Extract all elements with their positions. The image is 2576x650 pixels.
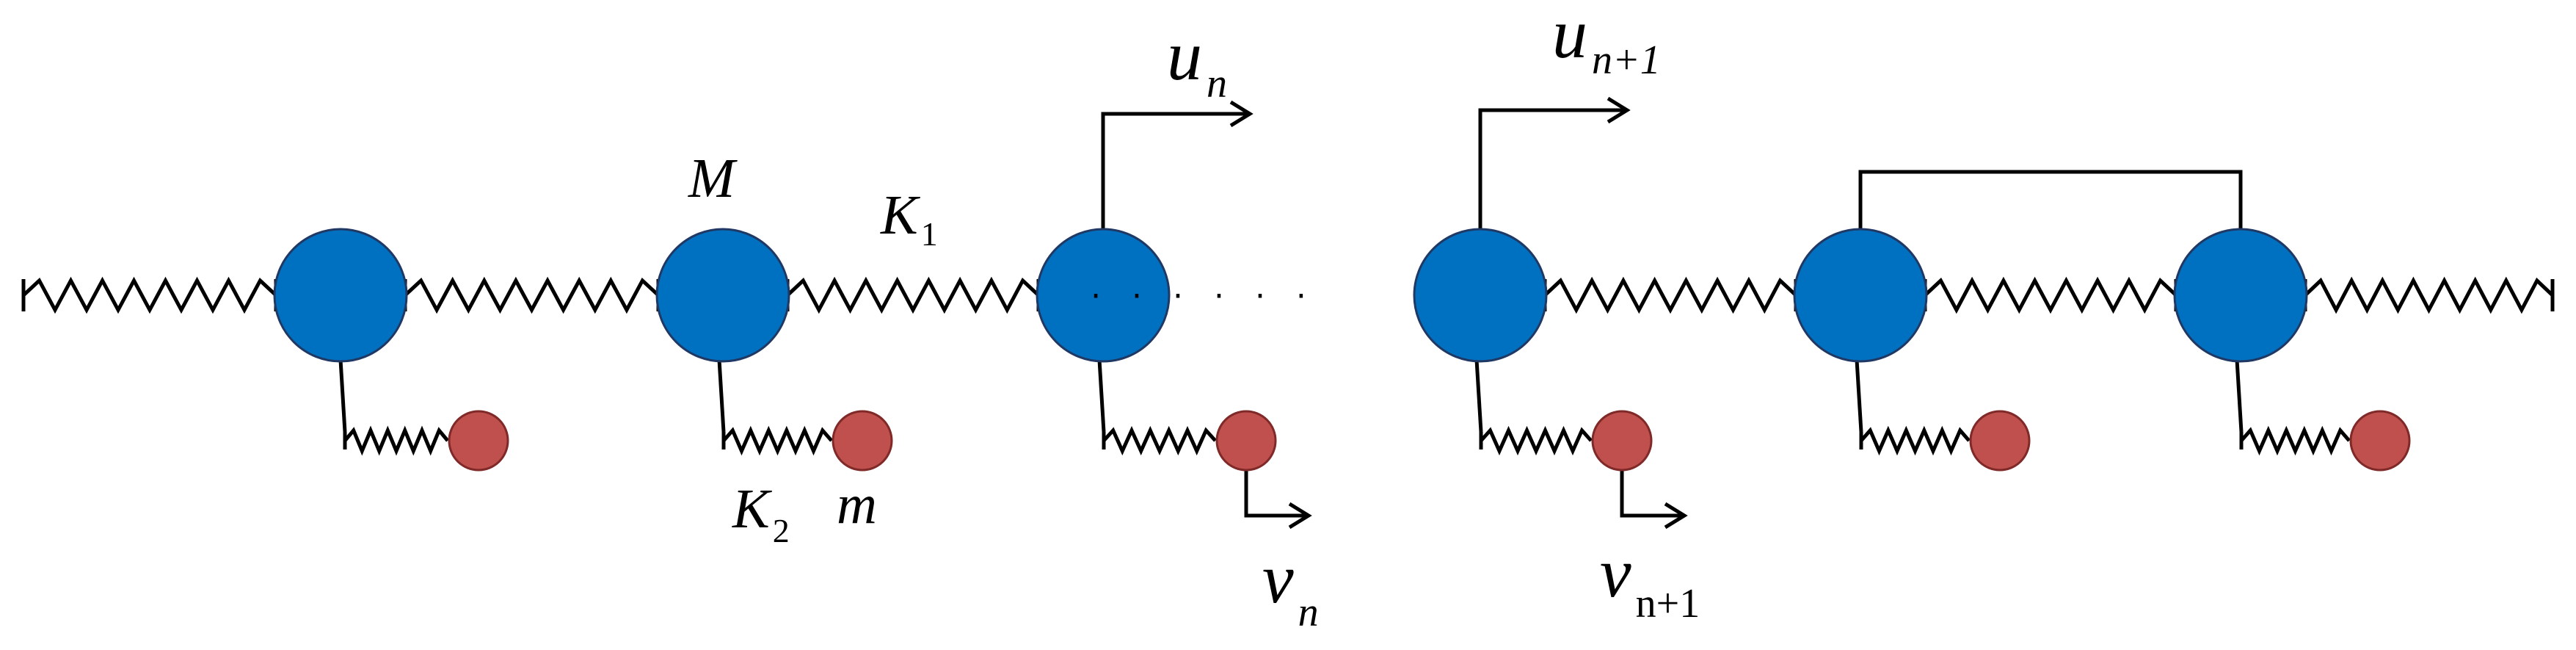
resonator-spring-5 — [1860, 425, 1971, 456]
displacement-arrows — [1101, 96, 1688, 530]
resonator-spring-2 — [722, 425, 833, 456]
arrow-v-n-line — [1244, 470, 1309, 518]
label-K2-base: K — [732, 478, 772, 540]
resonator-stem-3 — [1097, 359, 1106, 433]
main-mass-6 — [2173, 228, 2308, 363]
main-spring-2 — [404, 276, 660, 314]
label-u-n1-base: u — [1552, 0, 1587, 73]
main-mass-4 — [1413, 228, 1548, 363]
label-m: m — [837, 474, 877, 535]
label-K2: K2 — [732, 478, 790, 549]
label-v-n1-sub: n+1 — [1636, 581, 1700, 626]
resonator-stem-1 — [338, 359, 347, 433]
main-spring-3 — [786, 276, 1040, 314]
arrow-u-n-head — [1229, 100, 1254, 128]
arrow-u-n1-head — [1607, 96, 1631, 124]
resonator-stem-2 — [717, 359, 726, 433]
arrow-v-n-head — [1288, 502, 1312, 530]
main-mass-1 — [273, 228, 408, 363]
resonator-spring-1 — [343, 425, 449, 456]
resonator-mass-3 — [1215, 410, 1277, 472]
main-spring-6 — [2304, 276, 2554, 314]
label-K2-sub: 2 — [773, 512, 790, 549]
label-v-n-sub: n — [1298, 590, 1319, 635]
label-M: M — [688, 148, 738, 209]
arrow-v-n1-head — [1664, 502, 1688, 530]
label-u-n-base: u — [1167, 16, 1202, 95]
resonator-springs — [338, 359, 2351, 456]
label-u-n-sub: n — [1207, 61, 1227, 106]
main-mass-3 — [1036, 228, 1171, 363]
connectors — [1858, 170, 2243, 229]
resonator-stem-5 — [1855, 359, 1863, 433]
main-spring-1 — [22, 276, 277, 314]
arrow-u-n1-line — [1478, 108, 1627, 229]
resonator-mass-6 — [2349, 410, 2411, 472]
main-spring-5 — [1924, 276, 2177, 314]
label-v-n1-base: v — [1600, 533, 1631, 612]
resonator-spring-4 — [1480, 425, 1593, 456]
resonator-spring-6 — [2240, 425, 2351, 456]
resonator-stem-4 — [1474, 359, 1483, 433]
resonator-mass-2 — [832, 410, 893, 472]
resonator-mass-1 — [448, 410, 509, 472]
label-K1-base: K — [880, 184, 920, 246]
label-K1-sub: 1 — [921, 215, 938, 253]
arrow-u-n-line — [1101, 112, 1250, 229]
label-v-n-base: v — [1262, 539, 1294, 618]
resonator-spring-3 — [1102, 425, 1217, 456]
arrow-v-n1-line — [1620, 470, 1684, 518]
resonator-stem-6 — [2235, 359, 2244, 433]
label-K1: K1 — [880, 184, 938, 253]
chain-dots: · · · · · · — [1091, 278, 1317, 315]
main-masses — [273, 228, 2308, 363]
resonator-mass-4 — [1591, 410, 1653, 472]
resonator-masses — [448, 410, 2411, 472]
main-mass-2 — [655, 228, 790, 363]
label-u-n1-sub: n+1 — [1592, 37, 1661, 83]
main-spring-4 — [1543, 276, 1797, 314]
resonator-mass-5 — [1969, 410, 2031, 472]
coupling-bracket — [1858, 170, 2243, 229]
main-mass-5 — [1793, 228, 1928, 363]
